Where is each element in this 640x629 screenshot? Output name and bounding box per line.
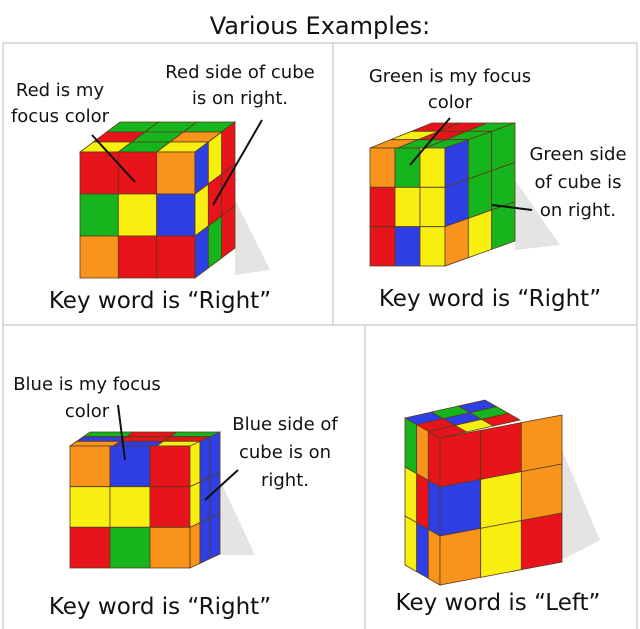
cube-sticker-front	[69, 486, 111, 528]
rubiks-cube	[78, 121, 270, 279]
cubes	[68, 121, 600, 586]
side-label: cube is on	[239, 442, 331, 463]
focus-label: Red is my	[16, 80, 105, 101]
cube-sticker-front	[117, 235, 158, 279]
cube-shadow	[235, 200, 270, 275]
cube-sticker-front	[416, 423, 429, 482]
cube-sticker-front	[416, 472, 429, 531]
cube-sticker-front	[156, 193, 196, 237]
cube-sticker-right	[189, 440, 201, 488]
cube-sticker-front	[109, 445, 151, 488]
cube-sticker-front	[404, 466, 418, 524]
cube-shadow	[220, 480, 255, 555]
cube-sticker-front	[369, 147, 396, 188]
pointer-line	[409, 117, 451, 166]
cube-sticker-top	[480, 412, 522, 427]
rubiks-cube	[403, 399, 600, 586]
pointer-line	[204, 469, 239, 501]
focus-label: color	[428, 92, 473, 113]
side-label: Green side	[529, 144, 626, 165]
cube-sticker-front	[404, 515, 418, 573]
grid-dividers	[2, 42, 638, 629]
cube-sticker-right	[189, 522, 201, 569]
cube-sticker-front	[369, 226, 396, 267]
cube-sticker-right	[467, 209, 493, 259]
cube-sticker-front	[109, 486, 151, 528]
cube-sticker-front	[69, 526, 111, 569]
key-word: Key word is “Right”	[379, 286, 601, 312]
cube-sticker-right	[209, 431, 221, 478]
cube-sticker-right	[491, 201, 516, 250]
cube-sticker-front	[156, 235, 196, 279]
key-word: Key word is “Left”	[396, 590, 601, 616]
cube-sticker-right	[480, 471, 522, 529]
cube-sticker-front	[79, 235, 119, 279]
side-label: Red side of cube	[165, 62, 314, 83]
cube-sticker-right	[199, 436, 211, 483]
cube-sticker-top	[82, 431, 135, 438]
key-word: Key word is “Right”	[49, 594, 271, 620]
side-label: is on right.	[192, 88, 288, 109]
cube-sticker-front	[404, 417, 418, 475]
cube-sticker-front	[69, 445, 111, 488]
cube-sticker-front	[394, 226, 421, 267]
cube-sticker-right	[480, 520, 522, 578]
side-label: on right.	[540, 200, 616, 221]
cube-sticker-front	[427, 430, 441, 488]
cube-sticker-front	[419, 186, 446, 228]
cube-sticker-front	[149, 486, 191, 528]
cube-sticker-right	[209, 512, 221, 560]
cube-sticker-top	[125, 431, 178, 438]
cube-sticker-right	[439, 527, 482, 586]
cube-sticker-right	[439, 429, 482, 488]
pointer-line	[212, 119, 263, 206]
cube-sticker-right	[189, 481, 201, 528]
cube-sticker-right	[520, 463, 563, 522]
cube-sticker-front	[149, 445, 191, 488]
cube-sticker-right	[221, 205, 236, 259]
cube-sticker-top	[68, 440, 122, 447]
side-label: of cube is	[535, 172, 622, 193]
key-word: Key word is “Right”	[49, 288, 271, 314]
focus-label: color	[65, 401, 110, 422]
cube-sticker-front	[416, 521, 429, 580]
pointer-line	[117, 404, 126, 461]
rubiks-cube	[369, 122, 560, 267]
focus-label: Green is my focus	[369, 66, 531, 87]
cube-sticker-front	[427, 479, 441, 537]
cube-sticker-front	[419, 226, 446, 267]
cube-sticker-right	[480, 422, 522, 480]
cube-sticker-right	[444, 217, 469, 267]
cube-sticker-front	[117, 151, 158, 195]
cube-sticker-right	[199, 517, 211, 564]
cube-sticker-right	[520, 512, 563, 571]
cube-sticker-top	[112, 440, 165, 447]
cube-sticker-top	[118, 436, 172, 442]
side-label: right.	[261, 470, 309, 491]
focus-label: focus color	[11, 106, 110, 127]
cube-sticker-front	[427, 528, 441, 586]
page-title: Various Examples:	[210, 12, 431, 40]
cube-sticker-front	[79, 193, 119, 237]
cube-sticker-front	[117, 193, 158, 237]
side-label: Blue side of	[232, 414, 338, 435]
cube-sticker-front	[149, 526, 191, 569]
cube-shadow	[562, 450, 600, 560]
cube-sticker-right	[520, 414, 563, 473]
focus-label: Blue is my focus	[13, 374, 161, 395]
rubiks-cube	[68, 431, 255, 569]
cube-shadow	[515, 180, 560, 250]
cube-sticker-front	[156, 151, 196, 195]
cube-sticker-top	[75, 436, 128, 442]
cube-sticker-front	[394, 147, 421, 188]
cube-sticker-front	[394, 186, 421, 228]
cube-sticker-front	[419, 147, 446, 188]
pointer-line	[491, 204, 533, 211]
cube-sticker-front	[109, 526, 151, 569]
pointer-line	[91, 134, 136, 183]
cube-sticker-front	[369, 186, 396, 228]
cube-sticker-right	[439, 478, 482, 537]
